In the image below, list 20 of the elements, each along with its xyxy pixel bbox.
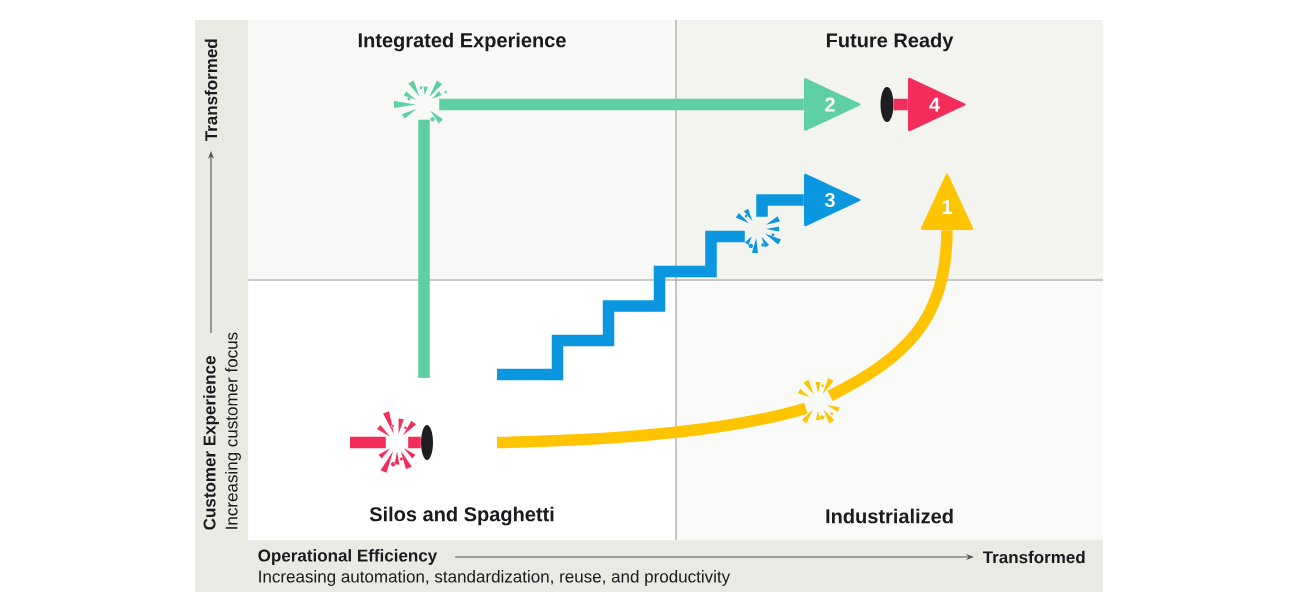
axis-title: Operational Efficiency <box>258 549 438 565</box>
arrowhead: 2 <box>804 78 861 131</box>
axis-title: Customer Experience <box>203 356 219 530</box>
axis-title: Transformed <box>204 39 218 142</box>
burst-icon <box>797 378 840 424</box>
hole <box>880 87 894 122</box>
arrowhead: 1 <box>920 173 974 230</box>
axis-description: Increasing customer focus <box>225 332 241 529</box>
burst-icon <box>394 80 447 124</box>
quadrant-title: Silos and Spaghetti <box>369 506 554 526</box>
arrowhead: 3 <box>804 173 861 227</box>
axis-title: Transformed <box>982 550 1085 564</box>
burst-icon <box>735 208 782 254</box>
axis-description: Increasing automation, standardization, reuse, and productivity <box>259 570 731 586</box>
arrowhead: 4 <box>908 77 966 132</box>
quadrant-title: Industrialized <box>826 508 953 524</box>
quadrant-title: Integrated Experience <box>358 32 566 52</box>
quadrant-title: Future Ready <box>826 32 954 52</box>
burst-icon <box>376 411 416 473</box>
hole <box>421 425 433 460</box>
